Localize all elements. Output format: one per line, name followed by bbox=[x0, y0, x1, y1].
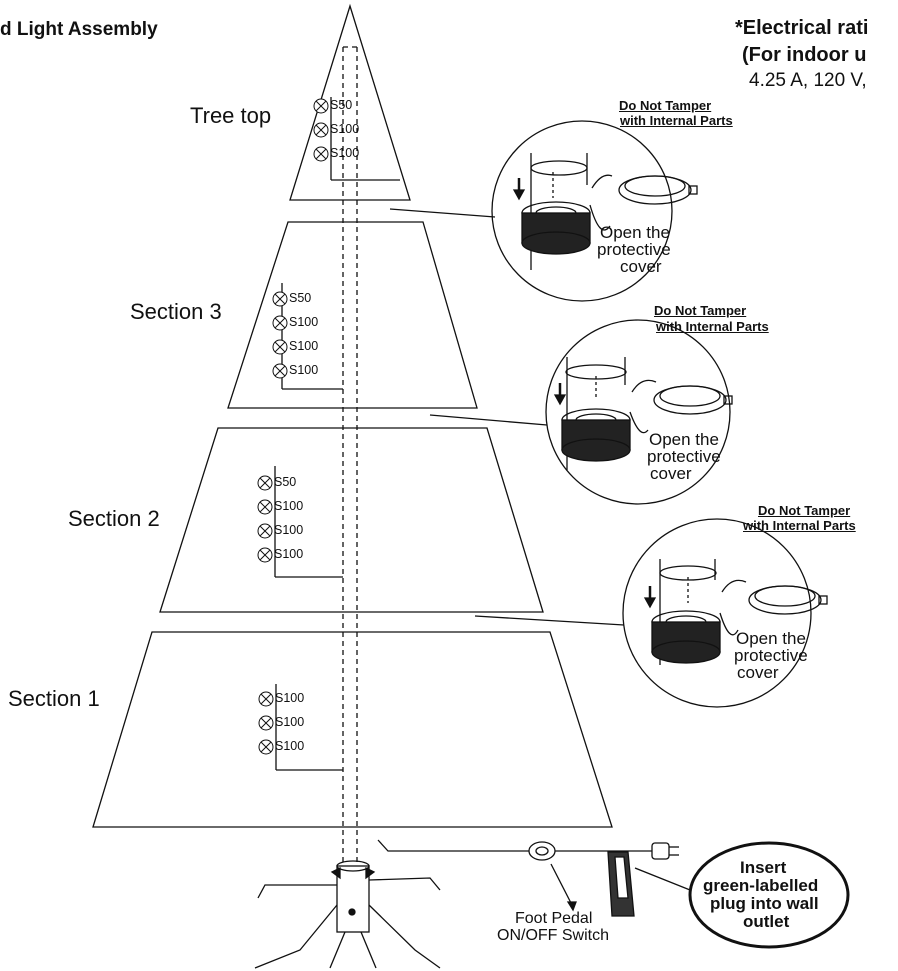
section-1-shape bbox=[92, 631, 613, 828]
foot-pedal-label-line1: Foot Pedal bbox=[515, 910, 593, 927]
callout-circle-1 bbox=[491, 120, 673, 302]
cover-1-line3: cover bbox=[620, 257, 662, 276]
warning-1-line2: with Internal Parts bbox=[620, 113, 733, 128]
light-rating-label: S100 bbox=[274, 547, 304, 561]
label-section-1: Section 1 bbox=[8, 686, 100, 711]
connector-illustration-2 bbox=[561, 357, 733, 470]
tree-stand bbox=[254, 860, 441, 969]
label-section-3: Section 3 bbox=[130, 299, 222, 324]
label-tree-top: Tree top bbox=[190, 103, 272, 128]
warning-1-line1: Do Not Tamper bbox=[619, 98, 712, 113]
bulb-icon bbox=[258, 739, 274, 755]
foot-pedal-label-line2: ON/OFF Switch bbox=[497, 927, 610, 944]
bulb-icon bbox=[313, 122, 329, 138]
bulb-icon bbox=[257, 523, 273, 539]
light-rating-label: S100 bbox=[330, 146, 360, 160]
section-3-shape bbox=[227, 221, 478, 409]
light-rating-label: S50 bbox=[289, 291, 312, 305]
light-rating-label: S100 bbox=[275, 739, 305, 753]
plug-note-bubble bbox=[688, 841, 850, 949]
plug-label-icon bbox=[607, 851, 635, 917]
bulb-icon bbox=[272, 363, 288, 379]
connector-illustration-1 bbox=[521, 153, 698, 270]
bulb-icon bbox=[272, 291, 288, 307]
bulb-icon bbox=[258, 691, 274, 707]
connector-illustration-3 bbox=[651, 559, 828, 665]
bulb-icon bbox=[257, 547, 273, 563]
cover-2-line3: cover bbox=[650, 464, 692, 483]
warning-2-line2: with Internal Parts bbox=[656, 319, 769, 334]
cover-1-line2: protective bbox=[597, 240, 671, 259]
light-rating-label: S100 bbox=[275, 691, 305, 705]
plug-note-line1: Insert bbox=[740, 858, 787, 877]
plug-icon bbox=[630, 842, 679, 860]
bulb-icon bbox=[272, 315, 288, 331]
bulb-icon bbox=[257, 475, 273, 491]
cover-2-line2: protective bbox=[647, 447, 721, 466]
bulb-icon bbox=[258, 715, 274, 731]
rating-subtitle: (For indoor u bbox=[742, 44, 867, 66]
light-symbols bbox=[257, 98, 329, 755]
light-rating-label: S50 bbox=[274, 475, 297, 489]
section-wiring bbox=[274, 97, 400, 771]
rating-title: *Electrical rati bbox=[735, 17, 869, 39]
header-title: d Light Assembly bbox=[0, 19, 158, 40]
plug-note-line4: outlet bbox=[743, 912, 790, 931]
power-cord bbox=[377, 839, 630, 852]
bulb-icon bbox=[257, 499, 273, 515]
callout-circle-3 bbox=[622, 518, 812, 708]
plug-note-line2: green-labelled bbox=[703, 876, 819, 895]
light-rating-label: S50 bbox=[330, 98, 353, 112]
light-rating-label: S100 bbox=[274, 499, 304, 513]
rating-value: 4.25 A, 120 V, bbox=[749, 70, 867, 91]
center-pole bbox=[342, 46, 358, 873]
bulb-icon bbox=[313, 146, 329, 162]
light-rating-label: S100 bbox=[274, 523, 304, 537]
bulb-icon bbox=[313, 98, 329, 114]
section-2-shape bbox=[159, 427, 544, 613]
cover-2-line1: Open the bbox=[649, 430, 719, 449]
light-rating-label: S100 bbox=[289, 339, 319, 353]
light-rating-label: S100 bbox=[330, 122, 360, 136]
warning-2-line1: Do Not Tamper bbox=[654, 303, 747, 318]
light-rating-label: S100 bbox=[289, 363, 319, 377]
light-rating-label: S100 bbox=[275, 715, 305, 729]
warning-3-line1: Do Not Tamper bbox=[758, 503, 851, 518]
warning-3-line2: with Internal Parts bbox=[743, 518, 856, 533]
cover-3-line2: protective bbox=[734, 646, 808, 665]
cover-3-line1: Open the bbox=[736, 629, 806, 648]
foot-pedal-icon bbox=[528, 841, 556, 861]
bulb-icon bbox=[272, 339, 288, 355]
light-rating-label: S100 bbox=[289, 315, 319, 329]
label-section-2: Section 2 bbox=[68, 506, 160, 531]
cover-3-line3: cover bbox=[737, 663, 779, 682]
cover-1-line1: Open the bbox=[600, 223, 670, 242]
callout-circle-2 bbox=[545, 319, 731, 505]
plug-note-line3: plug into wall bbox=[710, 894, 819, 913]
